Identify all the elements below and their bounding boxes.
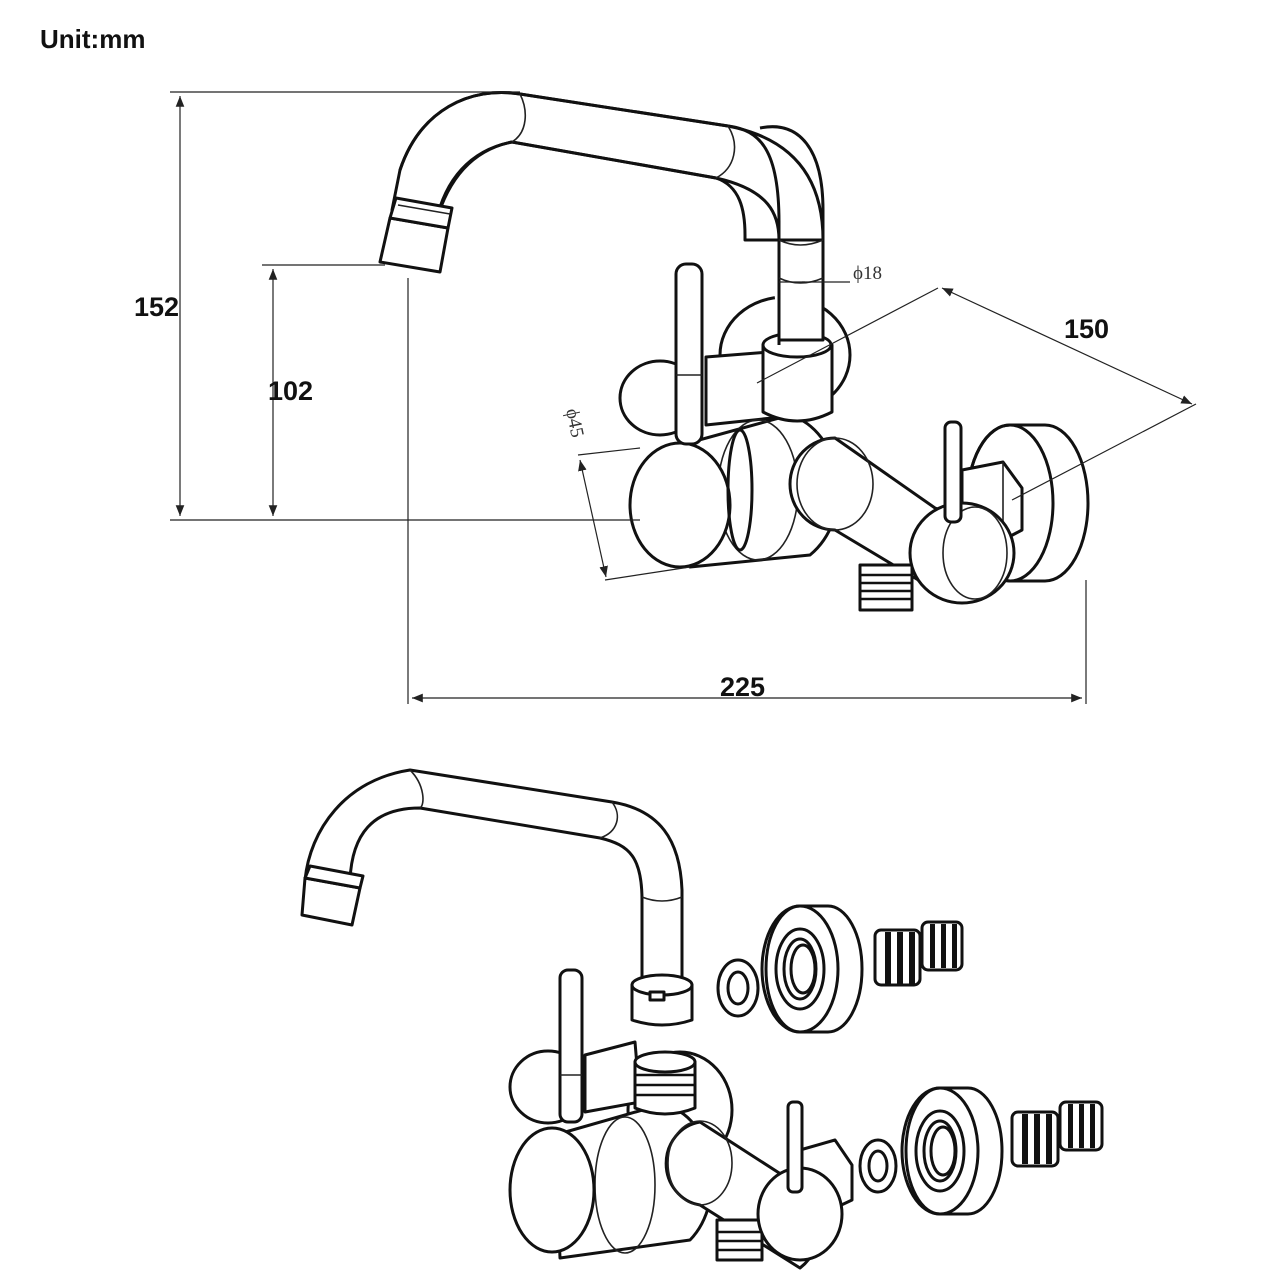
body-cap <box>628 441 732 569</box>
exploded-body <box>508 968 854 1270</box>
exploded-lower-fittings <box>858 1086 1104 1216</box>
bottom-outlet <box>858 563 914 612</box>
dim-label-phi45: ϕ45 <box>561 407 588 440</box>
dim-label-152: 152 <box>134 292 179 322</box>
exploded-spout <box>300 768 694 1027</box>
dim-label-phi18: ϕ18 <box>853 263 882 284</box>
exploded-upper-fittings <box>716 904 964 1034</box>
dim-label-102: 102 <box>268 376 313 406</box>
dim-label-225: 225 <box>720 672 765 702</box>
left-lever <box>674 262 704 446</box>
right-lever <box>943 420 963 524</box>
aerator <box>378 196 454 274</box>
spout-pipe <box>390 91 825 345</box>
dim-label-150: 150 <box>1064 314 1109 344</box>
unit-label: Unit:mm <box>40 24 145 54</box>
dimension-lines <box>170 91 1197 704</box>
assembled-faucet <box>378 91 1090 612</box>
spout-base-nut <box>761 343 834 423</box>
exploded-view <box>300 768 1104 1270</box>
